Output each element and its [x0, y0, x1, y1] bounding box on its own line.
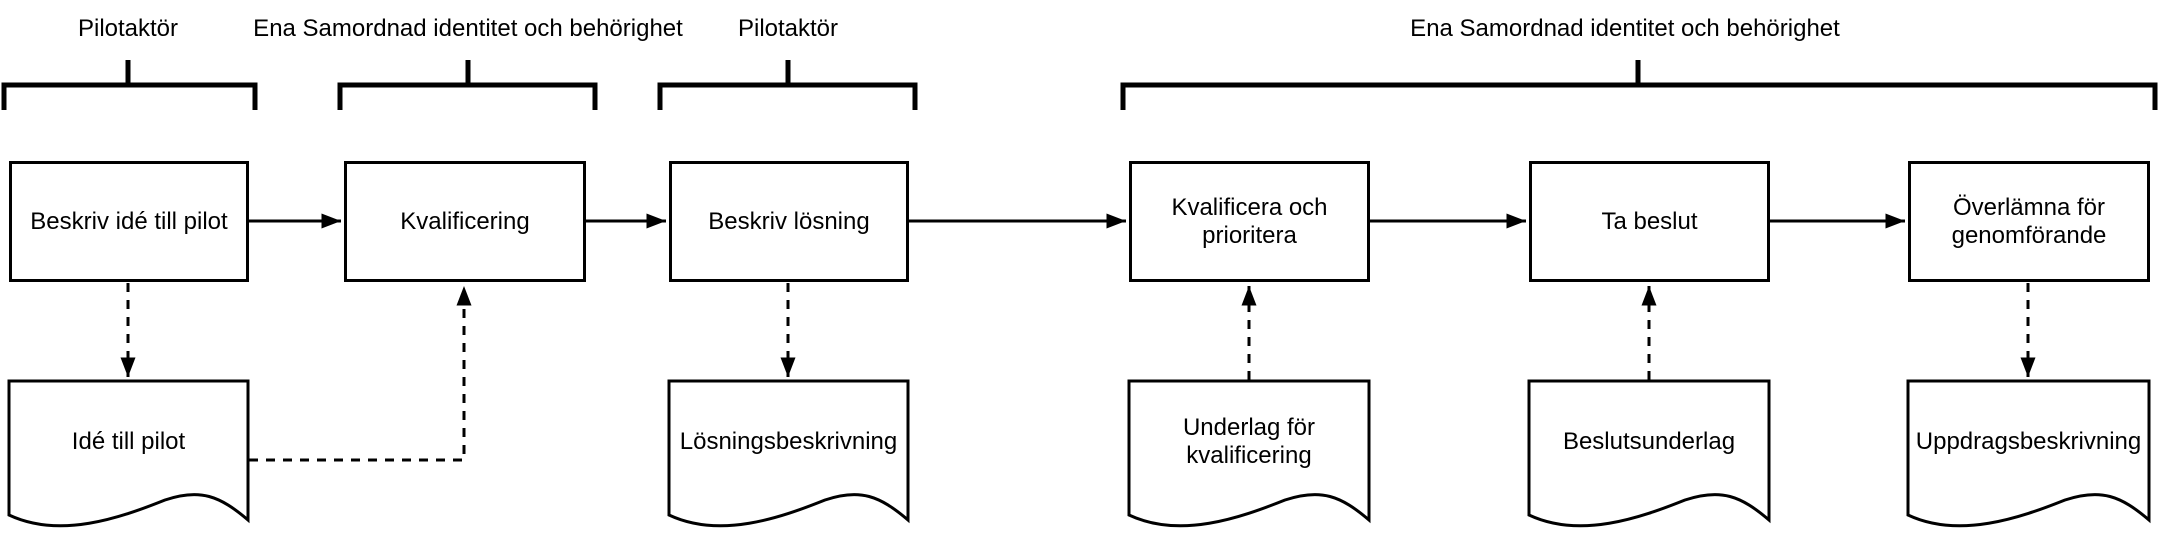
document-label-underlag: Underlag för kvalificering [1182, 414, 1316, 469]
dashed-arrow-doc-to-kvalificering [249, 286, 472, 462]
document-label-ide-till-pilot: Idé till pilot [71, 428, 186, 455]
group-brace-1 [1, 60, 258, 110]
process-box-beskriv-ide: Beskriv idé till pilot [9, 161, 249, 282]
document-label-losningsbeskrivning: Lösningsbeskrivning [679, 428, 898, 455]
group-label-ena-2: Ena Samordnad identitet och behörighet [1410, 15, 1840, 42]
group-brace-2 [337, 60, 598, 110]
group-label-pilotaktor-2: Pilotaktör [737, 15, 839, 42]
process-box-kvalificering: Kvalificering [344, 161, 586, 282]
process-box-ta-beslut: Ta beslut [1529, 161, 1770, 282]
document-label-uppdragsbeskrivning: Uppdragsbeskrivning [1915, 428, 2142, 455]
group-label-ena-1: Ena Samordnad identitet och behörighet [253, 15, 683, 42]
process-box-overlamna: Överlämna för genomförande [1908, 161, 2150, 282]
group-brace-3 [657, 60, 918, 110]
document-label-beslutsunderlag: Beslutsunderlag [1562, 428, 1736, 455]
group-brace-4 [1120, 60, 2158, 110]
process-box-kvalificera-prioritera: Kvalificera och prioritera [1129, 161, 1370, 282]
group-label-pilotaktor-1: Pilotaktör [77, 15, 179, 42]
process-box-beskriv-losning: Beskriv lösning [669, 161, 909, 282]
